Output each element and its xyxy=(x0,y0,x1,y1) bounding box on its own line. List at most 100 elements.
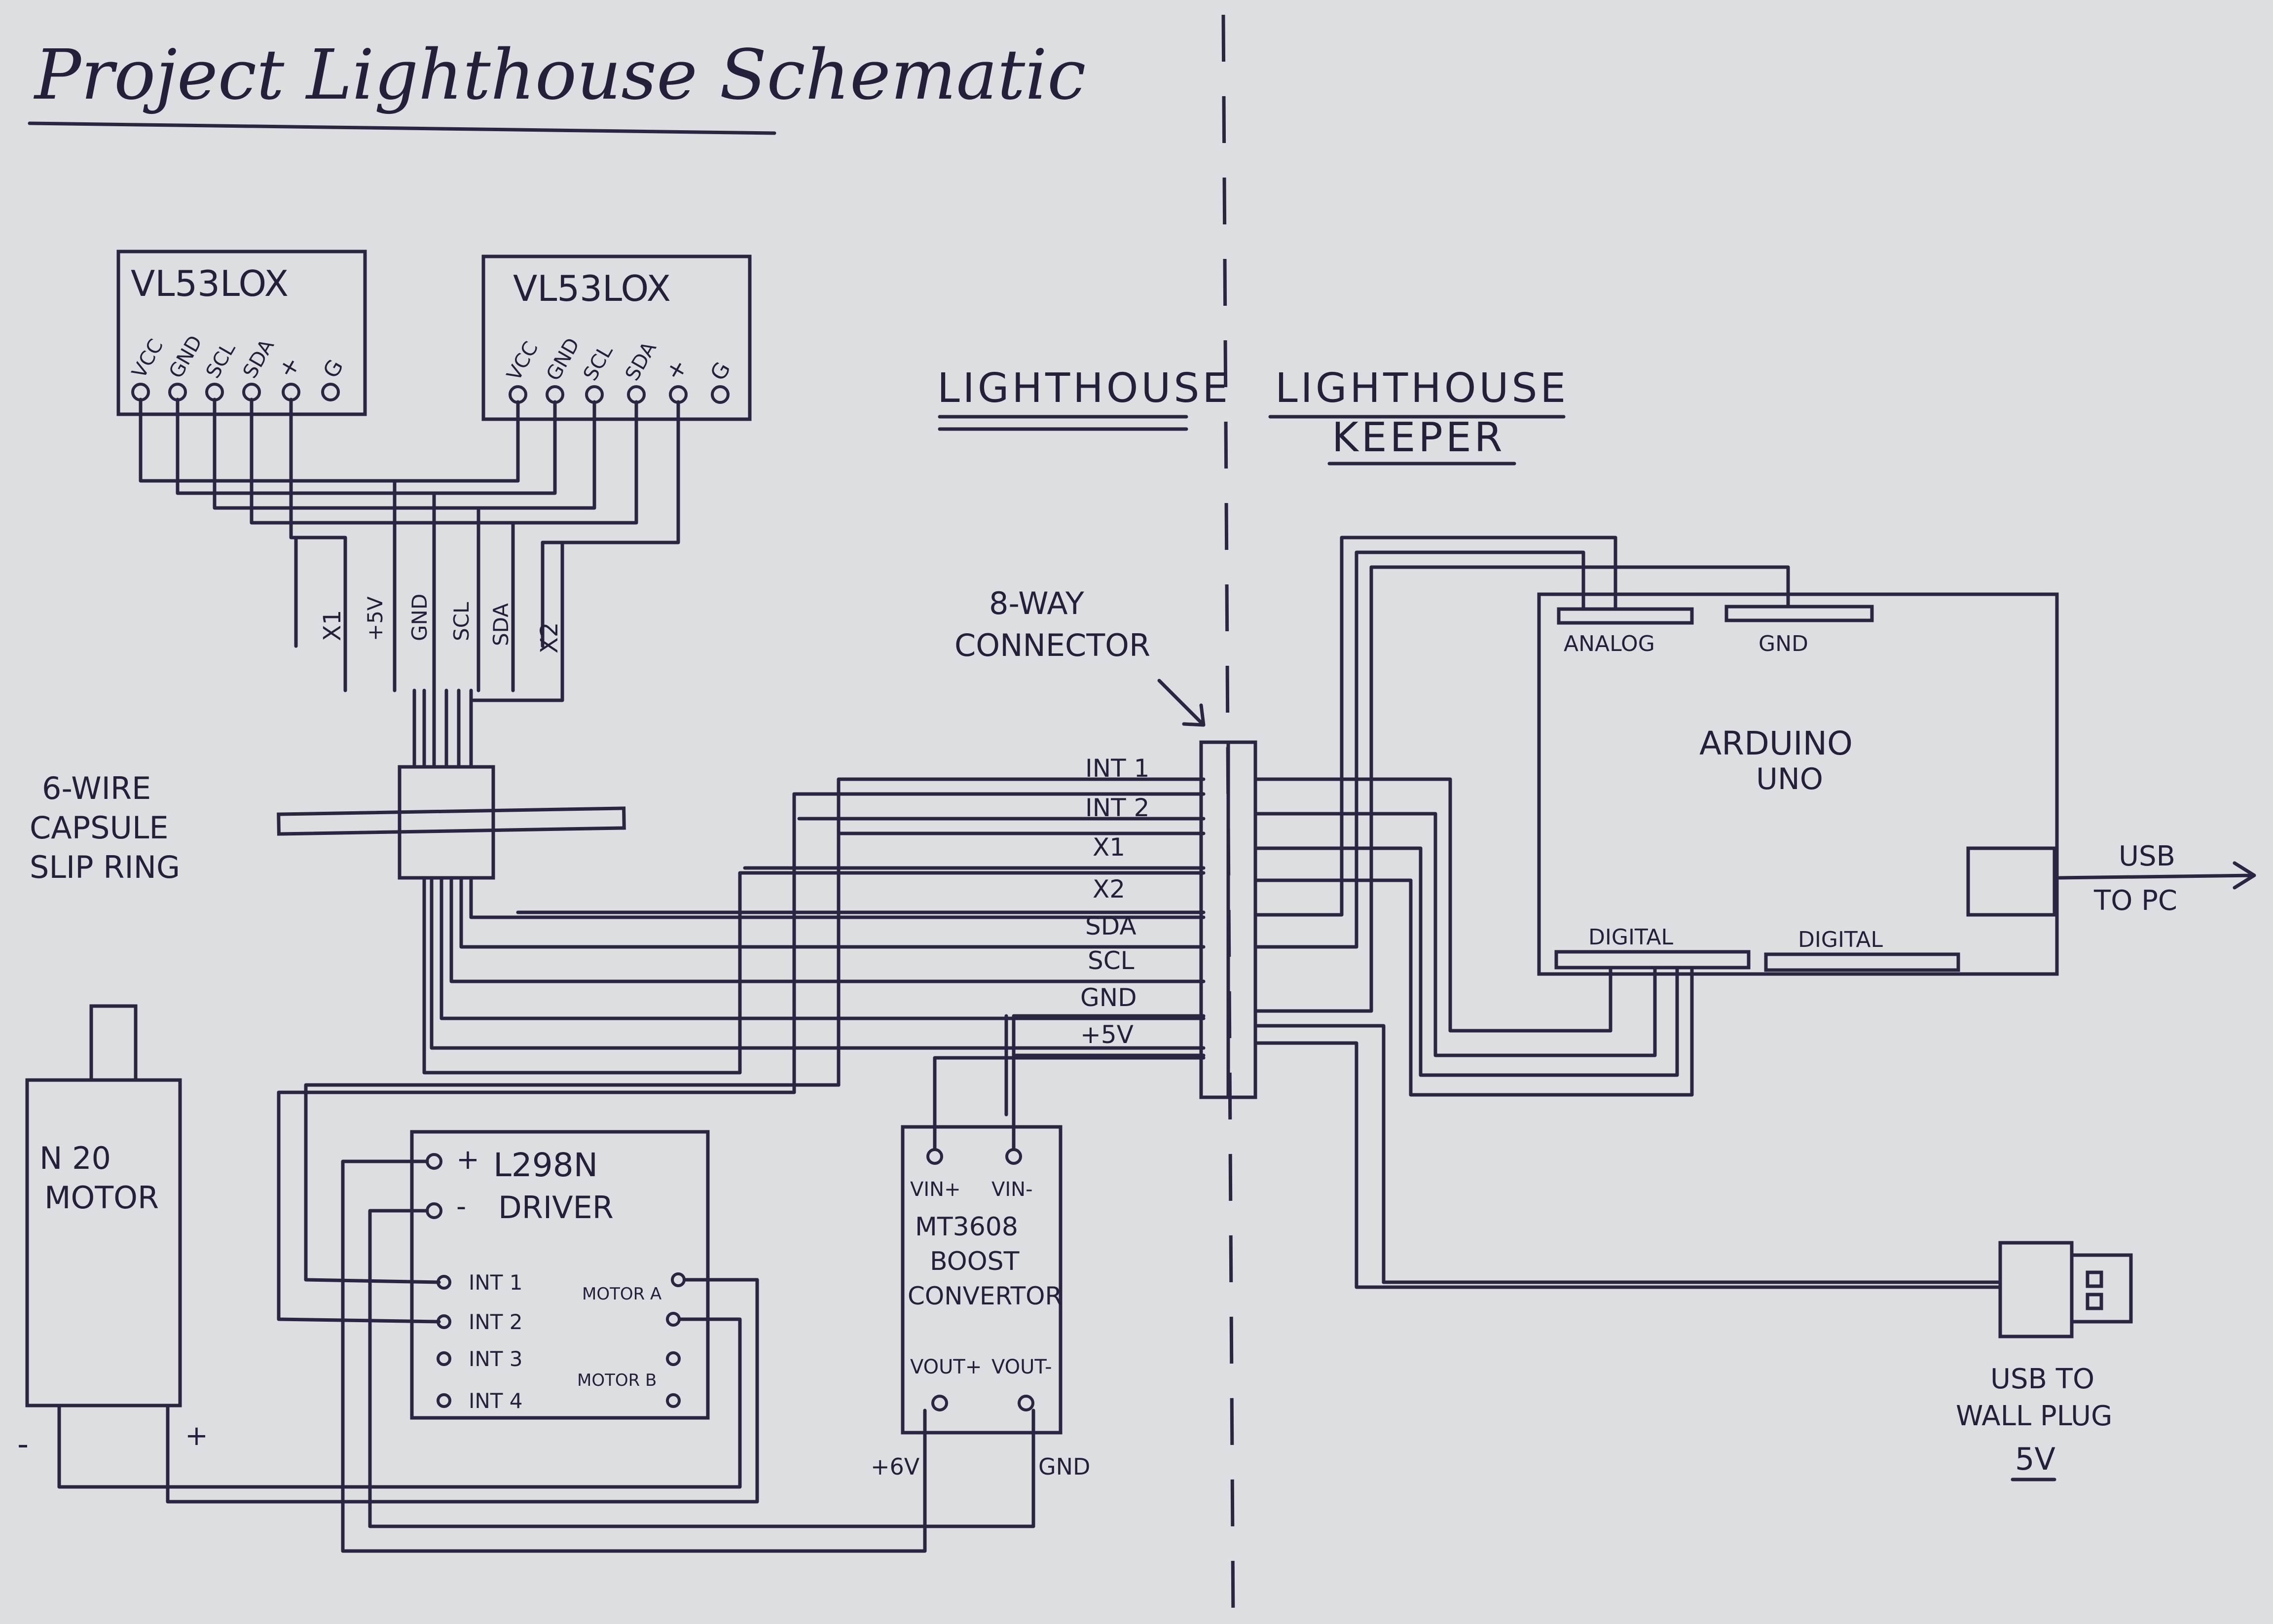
motor-label-2: MOTOR xyxy=(44,1180,159,1216)
slip-ring-label-3: SLIP RING xyxy=(30,849,180,885)
l298n-driver xyxy=(410,1130,710,1420)
driver-input-label: INT 4 xyxy=(469,1389,523,1413)
boost-vin-minus: VIN- xyxy=(991,1178,1033,1201)
arduino-gnd-label: GND xyxy=(1759,631,1808,656)
connector-left-bus xyxy=(516,777,1206,1117)
bundle-label: X2 xyxy=(536,622,563,653)
driver-minus: - xyxy=(456,1191,466,1223)
sensor-2-pin-label: SDA xyxy=(621,338,661,385)
sensor-2-pin-label: VCC xyxy=(503,338,543,385)
sensor-2-pin xyxy=(546,385,564,404)
motor-minus: - xyxy=(17,1426,29,1463)
boost-name-2: BOOST xyxy=(930,1247,1020,1276)
side-label-lighthouse: LIGHTHOUSE xyxy=(937,365,1231,412)
driver-motor-a: MOTOR A xyxy=(582,1284,661,1304)
driver-input-label: INT 3 xyxy=(469,1347,523,1371)
connector-signal-label: +5V xyxy=(1080,1020,1134,1049)
usb-to-pc-arrow xyxy=(2057,861,2256,890)
sensor-wiring xyxy=(139,397,680,702)
sensor-1: VL53LOX VCC GND SCL SDA + G xyxy=(116,250,367,416)
sensor-1-pin-label: VCC xyxy=(128,335,168,382)
bundle-label: GND xyxy=(407,594,432,641)
driver-input-label: INT 1 xyxy=(469,1270,523,1295)
connector-signal-label: X1 xyxy=(1093,833,1125,862)
arduino-wiring xyxy=(1253,536,2002,1289)
driver-plus: + xyxy=(456,1144,479,1176)
arduino-name-2: UNO xyxy=(1756,762,1823,796)
bundle-label: SCL xyxy=(449,602,474,641)
sensor-1-pin-label: + xyxy=(272,352,306,383)
boost-vin-plus: VIN+ xyxy=(910,1178,961,1201)
motor-plus: + xyxy=(185,1420,208,1452)
usb-pc-label-2: TO PC xyxy=(2093,885,2177,917)
sensor-2-pin xyxy=(585,385,604,404)
boost-name-3: CONVERTOR xyxy=(908,1282,1062,1310)
bundle-label: X1 xyxy=(319,610,346,641)
arduino-analog-label: ANALOG xyxy=(1564,631,1655,656)
eight-way-connector xyxy=(1199,740,1257,1099)
driver-input-label: INT 2 xyxy=(469,1310,523,1334)
bundle-label: SDA xyxy=(489,603,513,646)
sensor-1-pin-label: GND xyxy=(165,332,207,382)
sensor-2-pin xyxy=(509,385,527,404)
sensor-2-pin-label: G xyxy=(705,358,735,385)
slip-ring-label-1: 6-WIRE xyxy=(42,770,151,806)
slip-ring xyxy=(277,688,626,880)
sensor-1-pin xyxy=(205,383,224,401)
sensor-2-pin xyxy=(669,385,688,404)
schematic-title: Project Lighthouse Schematic xyxy=(33,35,1086,115)
connector-signal-label: SDA xyxy=(1085,912,1136,940)
sensor-1-pin-label: SCL xyxy=(202,338,240,382)
arduino-name-1: ARDUINO xyxy=(1699,724,1853,762)
usb-pc-label-1: USB xyxy=(2119,840,2175,872)
motor-label-1: N 20 xyxy=(39,1140,111,1176)
driver-name-1: L298N xyxy=(493,1146,598,1184)
slip-ring-label-2: CAPSULE xyxy=(30,810,169,846)
boost-vout-minus: VOUT- xyxy=(991,1356,1052,1378)
section-divider xyxy=(1221,14,1235,1623)
sensor-2: VL53LOX VCC GND SCL SDA + G xyxy=(481,254,752,421)
bundle-label: +5V xyxy=(363,596,387,641)
title-underline xyxy=(28,121,776,135)
sensor-2-pin-label: + xyxy=(660,354,694,385)
sensor-1-pin xyxy=(321,383,340,401)
boost-vout-plus: VOUT+ xyxy=(910,1356,982,1378)
arduino-digital-right: DIGITAL xyxy=(1798,927,1883,952)
sensor-1-pin xyxy=(282,383,300,401)
connector-signal-label: GND xyxy=(1080,983,1137,1012)
usb-wall-plug xyxy=(1998,1241,2133,1338)
side-label-keeper-2: KEEPER xyxy=(1332,414,1505,461)
sensor-2-pin-label: GND xyxy=(542,334,585,385)
sensor-1-pin xyxy=(242,383,261,401)
boost-name-1: MT3608 xyxy=(915,1212,1018,1242)
n20-motor xyxy=(25,1004,182,1462)
connector-arrow xyxy=(1157,679,1206,727)
sensor-2-pin xyxy=(711,385,730,404)
side-label-keeper-1: LIGHTHOUSE xyxy=(1275,365,1569,412)
driver-name-2: DRIVER xyxy=(498,1190,614,1226)
lower-wiring xyxy=(57,1014,1206,1553)
boost-out-gnd: GND xyxy=(1038,1453,1090,1480)
usb-port xyxy=(1966,846,2056,917)
sensor-2-pin xyxy=(627,385,646,404)
arduino-digital-left: DIGITAL xyxy=(1588,925,1673,950)
driver-motor-b: MOTOR B xyxy=(577,1371,657,1390)
sensor-1-pin-label: SDA xyxy=(239,335,279,382)
wall-plug-label-3: 5V xyxy=(2015,1441,2055,1477)
wall-plug-label-1: USB TO xyxy=(1990,1363,2094,1395)
sensor-2-pin-label: SCL xyxy=(579,341,618,385)
connector-title-2: CONNECTOR xyxy=(954,627,1150,663)
sensor-1-pin xyxy=(168,383,187,401)
sensor-1-pin-label: G xyxy=(318,355,348,382)
arduino-uno xyxy=(1537,592,2059,976)
boost-out-plus: +6V xyxy=(871,1453,920,1480)
slip-ring-wires xyxy=(422,792,1206,1087)
mt3608-boost xyxy=(901,1125,1063,1435)
sensor-2-name: VL53LOX xyxy=(513,268,671,309)
wall-plug-label-2: WALL PLUG xyxy=(1956,1400,2112,1432)
connector-signal-label: X2 xyxy=(1093,875,1125,903)
sensor-1-pin xyxy=(131,383,150,401)
connector-signal-label: SCL xyxy=(1088,946,1135,975)
connector-title-1: 8-WAY xyxy=(989,585,1084,621)
